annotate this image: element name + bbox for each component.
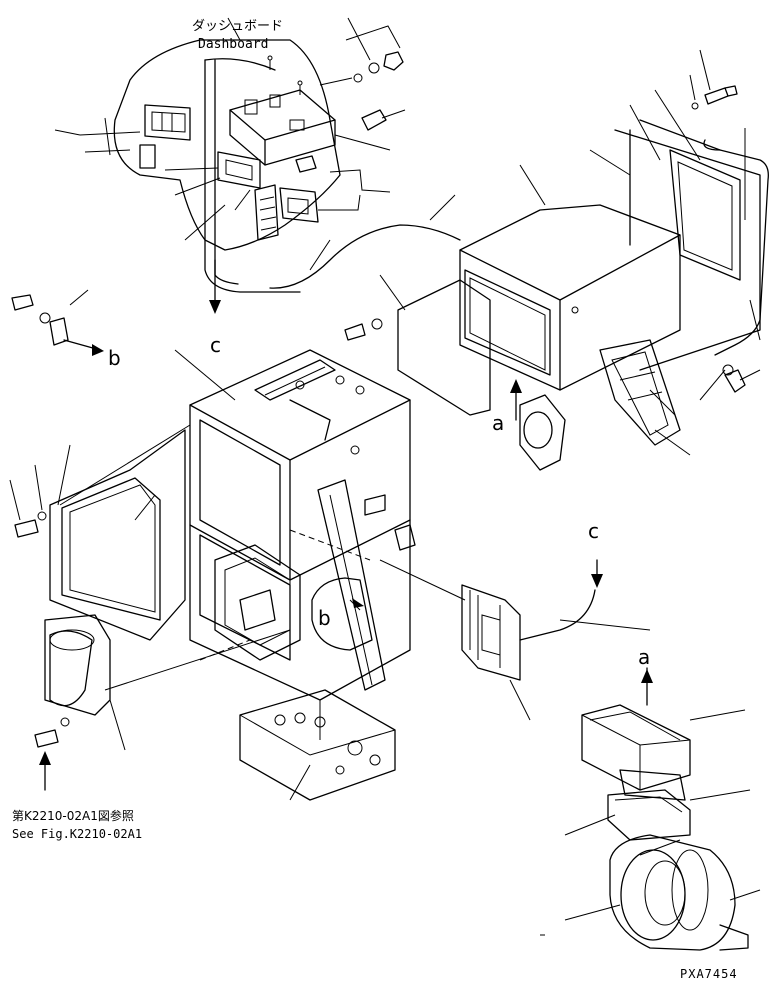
dashboard-label-en: Dashboard	[198, 37, 269, 52]
callout-a-right: a	[638, 645, 651, 669]
callout-c-top: c	[210, 333, 221, 357]
callout-b-center: b	[318, 606, 331, 630]
blower-unit	[540, 667, 761, 951]
main-frame	[174, 349, 466, 701]
dashboard-label-jp: ダッシュボード	[192, 19, 284, 34]
heater-unit	[344, 49, 769, 471]
drawing-code: PXA7454	[680, 967, 738, 981]
dashboard-assembly	[54, 17, 406, 314]
see-fig-label-jp: 第K2210-02A1図参照	[12, 809, 134, 823]
callout-a-center: a	[492, 411, 505, 435]
callout-c-right: c	[588, 519, 599, 543]
floor-plate	[239, 689, 396, 801]
control-cable	[269, 224, 461, 289]
bracket-b	[11, 289, 104, 356]
see-fig-label-en: See Fig.K2210-02A1	[12, 827, 143, 841]
mount-bracket	[461, 559, 651, 721]
side-panel	[9, 424, 291, 791]
callout-b-left: b	[108, 346, 121, 370]
